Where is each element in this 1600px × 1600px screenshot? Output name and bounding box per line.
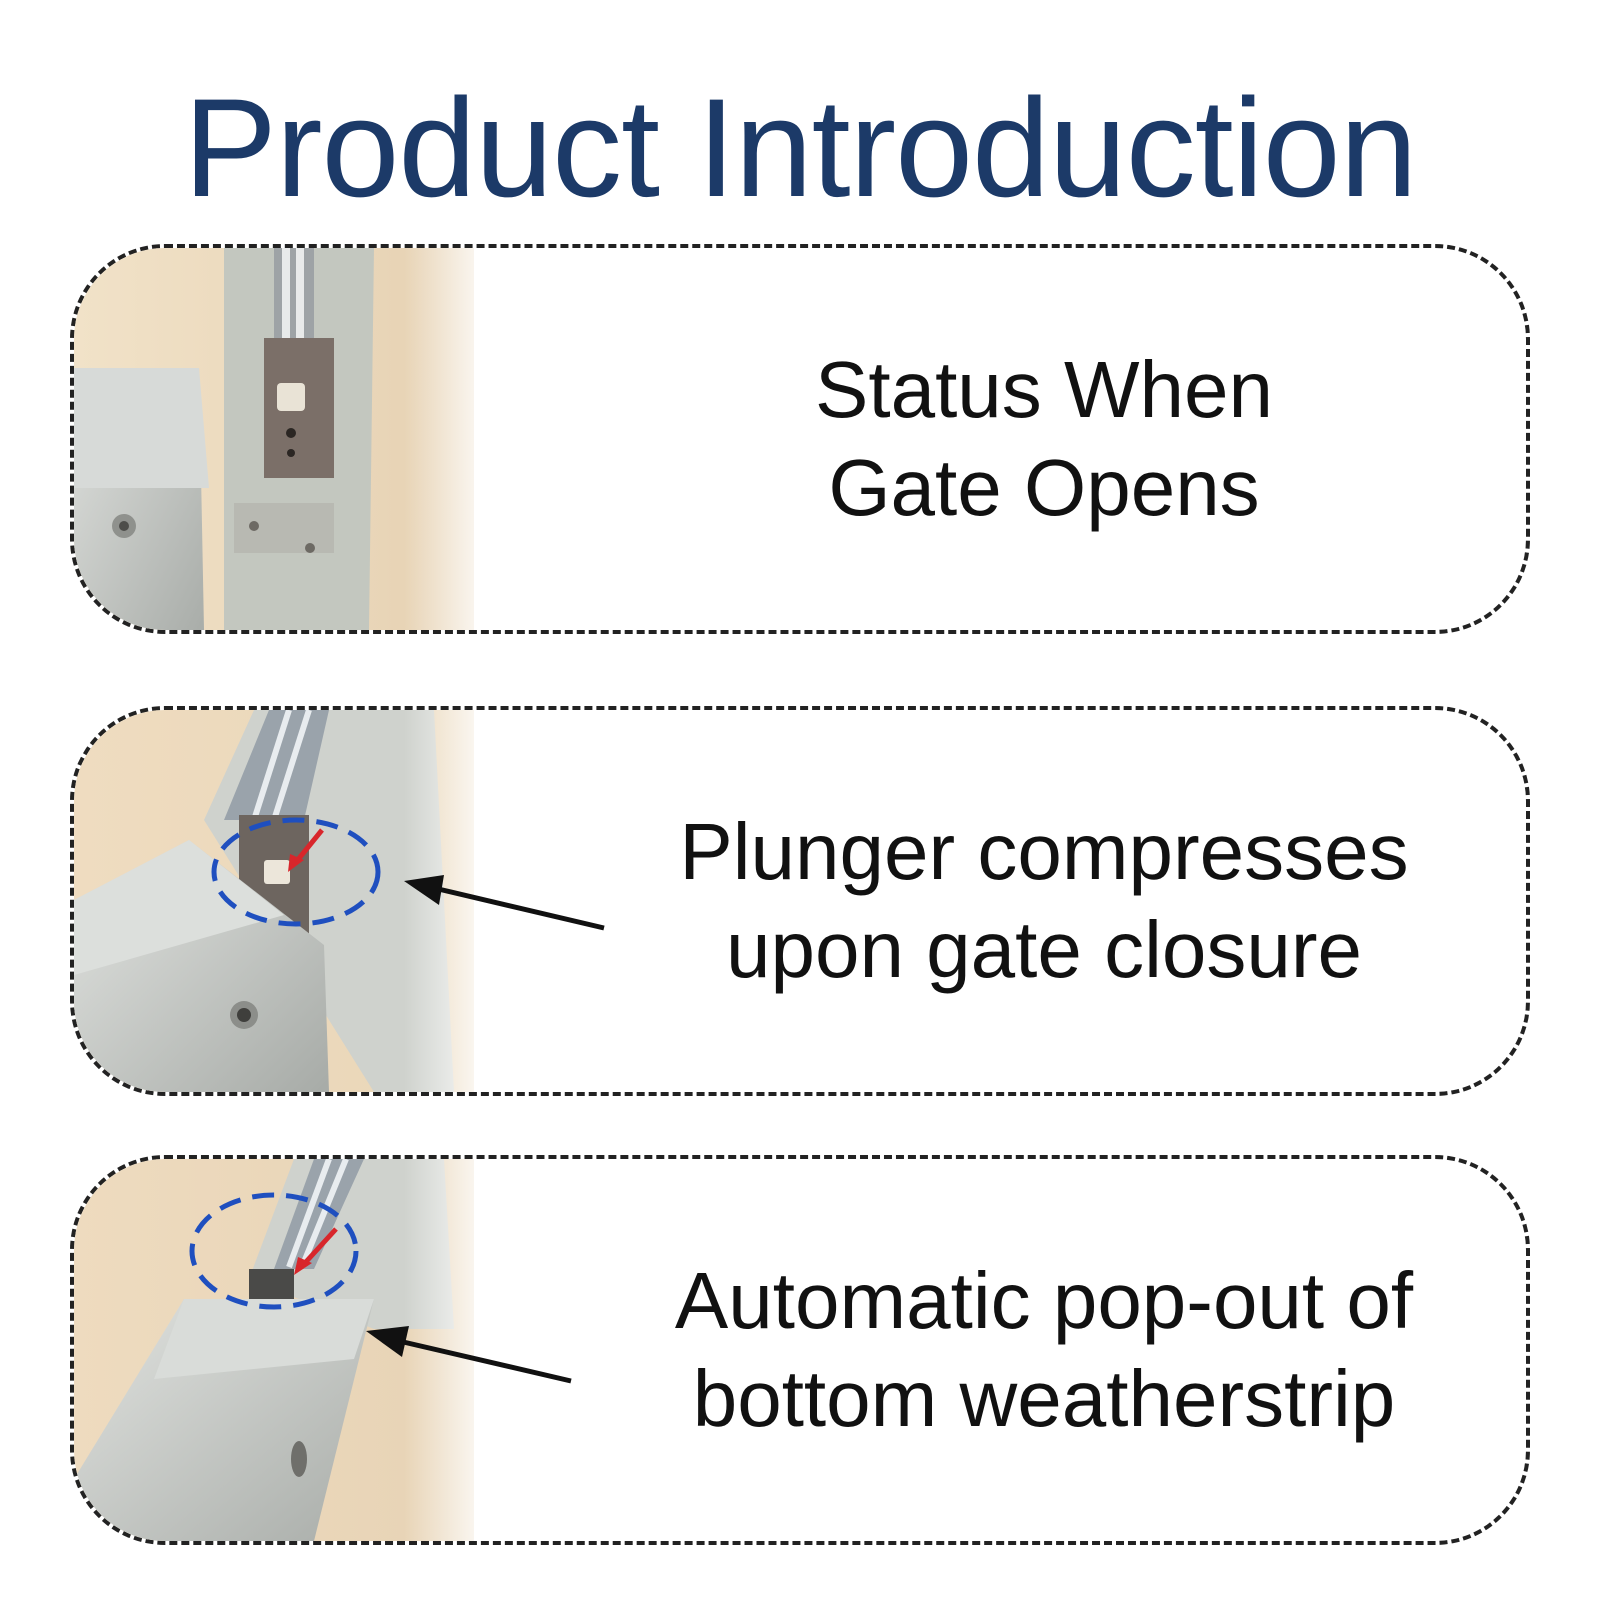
caption-line: Status When — [814, 345, 1273, 434]
panel-gate-open: Status When Gate Opens — [70, 244, 1530, 634]
panel-weatherstrip-popout: Automatic pop-out of bottom weatherstrip — [70, 1155, 1530, 1545]
page-title: Product Introduction — [183, 69, 1418, 226]
gate-hinge-open-photo — [74, 248, 494, 630]
caption-plunger-compresses: Plunger compresses upon gate closure — [554, 710, 1526, 1092]
caption-line: bottom weatherstrip — [692, 1354, 1396, 1443]
weatherstrip-popout-photo — [74, 1159, 494, 1541]
plunger-compressed-photo — [74, 710, 494, 1092]
caption-line: Gate Opens — [828, 443, 1260, 532]
panel-plunger-compresses: Plunger compresses upon gate closure — [70, 706, 1530, 1096]
caption-line: Plunger compresses — [679, 807, 1409, 896]
caption-line: Automatic pop-out of — [674, 1256, 1414, 1345]
caption-weatherstrip-popout: Automatic pop-out of bottom weatherstrip — [554, 1159, 1526, 1541]
caption-gate-open: Status When Gate Opens — [634, 248, 1454, 630]
caption-line: upon gate closure — [725, 905, 1362, 994]
